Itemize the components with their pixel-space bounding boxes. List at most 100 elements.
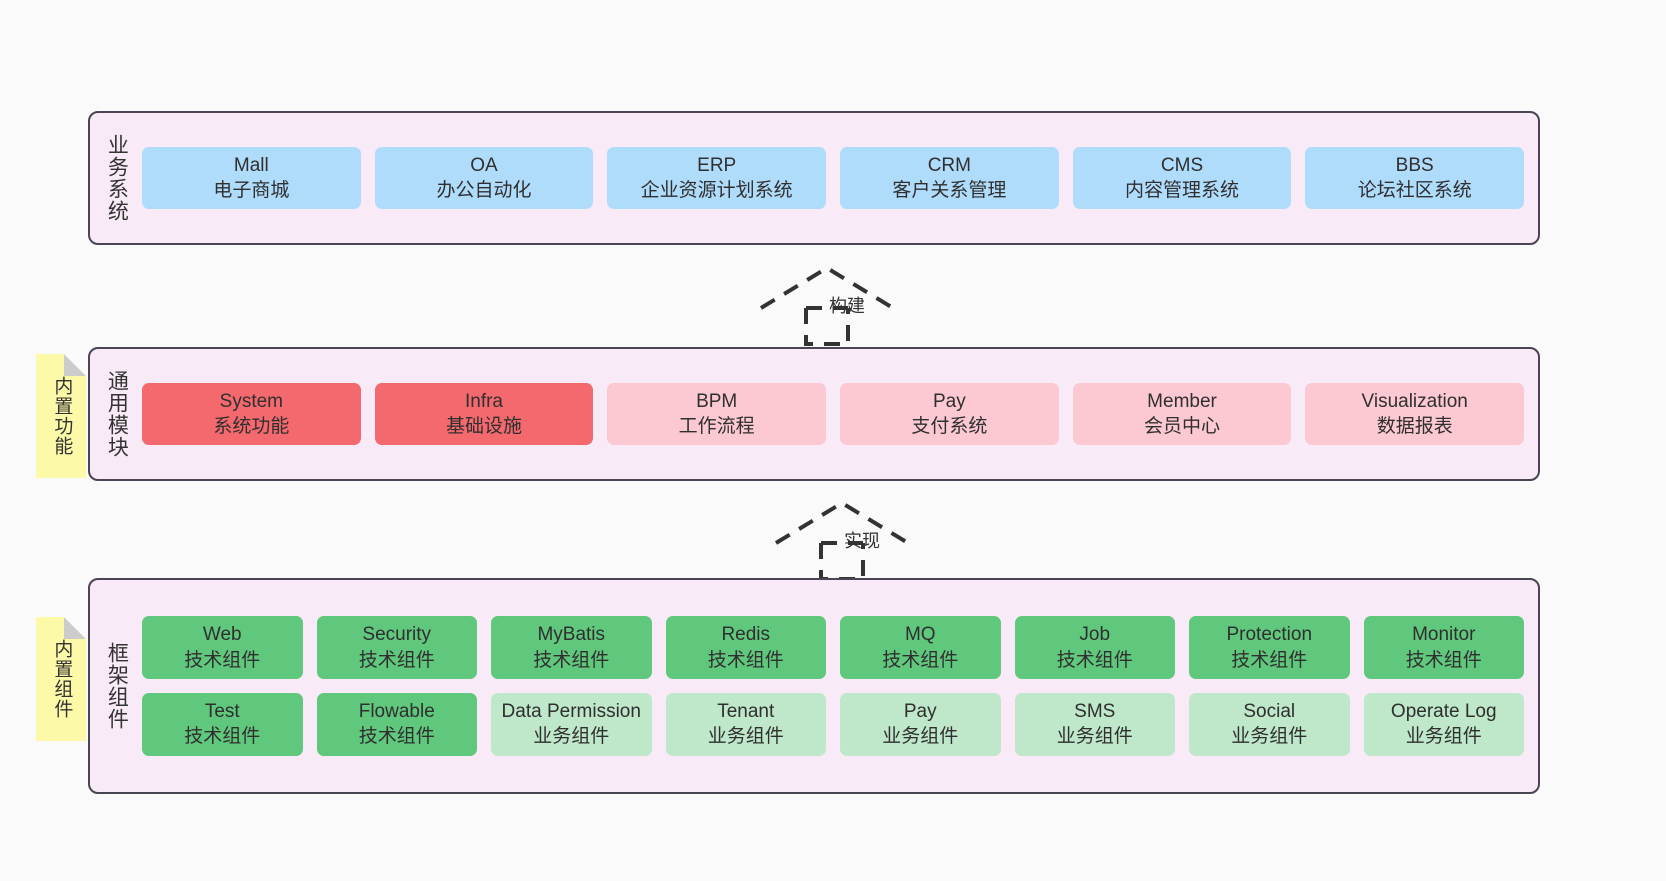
note-fold-corner-icon: [64, 354, 86, 376]
card-operate-log-cn: 业务组件: [1405, 726, 1482, 748]
card-job-en: Job: [1079, 624, 1111, 646]
card-mall-en: Mall: [233, 154, 269, 176]
card-data-permission-en: Data Permission: [501, 701, 641, 722]
card-cms[interactable]: CMS 内容管理系统: [1072, 146, 1292, 210]
card-monitor-cn: 技术组件: [1405, 649, 1482, 671]
card-erp-cn: 企业资源计划系统: [640, 180, 793, 201]
card-mybatis-en: MyBatis: [537, 624, 606, 646]
layer-title-common-module: 通用模块: [105, 370, 129, 458]
card-monitor-en: Monitor: [1412, 624, 1476, 646]
card-redis-en: Redis: [721, 624, 771, 646]
card-security-cn: 技术组件: [358, 649, 435, 671]
sticky-note-builtin-function: 内置功能: [36, 354, 86, 478]
framework-tech-row: Web 技术组件 Security 技术组件 MyBatis 技术组件 Redi…: [142, 616, 1524, 679]
card-visualization-cn: 数据报表: [1376, 416, 1453, 437]
card-mybatis-cn: 技术组件: [533, 649, 610, 671]
card-bpm[interactable]: BPM 工作流程: [607, 382, 827, 446]
card-tenant-cn: 业务组件: [707, 726, 784, 748]
card-web[interactable]: Web 技术组件: [142, 616, 303, 679]
card-tenant[interactable]: Tenant 业务组件: [665, 693, 826, 756]
card-job[interactable]: Job 技术组件: [1014, 616, 1175, 679]
business-system-card-row: Mall 电子商城 OA 办公自动化 ERP 企业资源计划系统 CRM 客户关系…: [142, 113, 1538, 243]
framework-component-grid: Web 技术组件 Security 技术组件 MyBatis 技术组件 Redi…: [142, 580, 1538, 792]
card-pay-module-cn: 支付系统: [911, 416, 988, 437]
card-bpm-en: BPM: [696, 390, 738, 412]
card-flowable-en: Flowable: [358, 701, 435, 722]
card-pay-module[interactable]: Pay 支付系统: [840, 382, 1059, 446]
card-cms-cn: 内容管理系统: [1125, 180, 1240, 201]
card-mall[interactable]: Mall 电子商城: [142, 146, 361, 210]
connector-build: 构建: [757, 262, 897, 346]
card-security-en: Security: [362, 624, 432, 646]
connector-implement: 实现: [772, 497, 912, 581]
implement-arrow-shape: [774, 500, 910, 581]
card-redis[interactable]: Redis 技术组件: [665, 616, 826, 679]
sticky-note-builtin-component-label: 内置组件: [51, 639, 73, 719]
layer-title-business-system: 业务系统: [105, 134, 129, 222]
card-protection-en: Protection: [1226, 624, 1313, 646]
card-pay-module-en: Pay: [932, 390, 966, 412]
card-oa-cn: 办公自动化: [436, 180, 532, 201]
card-oa-en: OA: [470, 154, 498, 176]
card-erp-en: ERP: [697, 154, 737, 176]
card-job-cn: 技术组件: [1056, 649, 1133, 671]
card-test-cn: 技术组件: [184, 726, 261, 748]
card-security[interactable]: Security 技术组件: [316, 616, 477, 679]
card-operate-log[interactable]: Operate Log 业务组件: [1363, 693, 1524, 756]
card-flowable-cn: 技术组件: [358, 726, 435, 748]
framework-business-row: Test 技术组件 Flowable 技术组件 Data Permission …: [142, 693, 1524, 756]
card-visualization-en: Visualization: [1361, 390, 1468, 412]
card-social-cn: 业务组件: [1231, 726, 1308, 748]
card-oa[interactable]: OA 办公自动化: [374, 146, 594, 210]
card-bbs[interactable]: BBS 论坛社区系统: [1305, 146, 1525, 210]
connector-implement-label: 实现: [844, 531, 880, 551]
card-visualization[interactable]: Visualization 数据报表: [1305, 382, 1525, 446]
card-infra[interactable]: Infra 基础设施: [374, 382, 594, 446]
card-data-permission[interactable]: Data Permission 业务组件: [491, 693, 652, 756]
card-system-en: System: [219, 390, 284, 412]
card-sms-cn: 业务组件: [1056, 726, 1133, 748]
card-social[interactable]: Social 业务组件: [1189, 693, 1350, 756]
card-test[interactable]: Test 技术组件: [142, 693, 303, 756]
card-crm-cn: 客户关系管理: [892, 180, 1007, 201]
layer-title-framework-component: 框架组件: [105, 642, 129, 730]
layer-business-system: 业务系统 Mall 电子商城 OA 办公自动化 ERP 企业资源计划系统 CRM…: [88, 111, 1540, 245]
card-data-permission-cn: 业务组件: [533, 726, 610, 748]
connector-build-label: 构建: [829, 296, 865, 316]
card-flowable[interactable]: Flowable 技术组件: [316, 693, 477, 756]
card-test-en: Test: [204, 701, 240, 722]
card-pay-component[interactable]: Pay 业务组件: [840, 693, 1001, 756]
card-social-en: Social: [1243, 701, 1296, 722]
card-tenant-en: Tenant: [717, 701, 775, 722]
card-sms[interactable]: SMS 业务组件: [1014, 693, 1175, 756]
card-erp[interactable]: ERP 企业资源计划系统: [607, 146, 827, 210]
card-sms-en: SMS: [1074, 701, 1116, 722]
layer-framework-component: 框架组件 Web 技术组件 Security 技术组件 MyBatis 技术组件…: [88, 578, 1540, 794]
card-mq[interactable]: MQ 技术组件: [840, 616, 1001, 679]
card-infra-en: Infra: [464, 390, 504, 412]
card-crm[interactable]: CRM 客户关系管理: [840, 146, 1059, 210]
card-redis-cn: 技术组件: [707, 649, 784, 671]
card-cms-en: CMS: [1160, 154, 1204, 176]
sticky-note-builtin-function-label: 内置功能: [51, 376, 73, 456]
card-bbs-cn: 论坛社区系统: [1357, 180, 1472, 201]
card-member[interactable]: Member 会员中心: [1072, 382, 1292, 446]
card-bbs-en: BBS: [1395, 154, 1434, 176]
card-protection[interactable]: Protection 技术组件: [1189, 616, 1350, 679]
card-member-cn: 会员中心: [1144, 416, 1221, 437]
card-mybatis[interactable]: MyBatis 技术组件: [491, 616, 652, 679]
card-web-en: Web: [202, 624, 242, 646]
card-mq-en: MQ: [904, 624, 936, 646]
card-pay-component-cn: 业务组件: [882, 726, 959, 748]
card-system[interactable]: System 系统功能: [142, 382, 361, 446]
card-bpm-cn: 工作流程: [678, 416, 755, 437]
card-protection-cn: 技术组件: [1231, 649, 1308, 671]
card-mq-cn: 技术组件: [882, 649, 959, 671]
card-monitor[interactable]: Monitor 技术组件: [1363, 616, 1524, 679]
sticky-note-builtin-component: 内置组件: [36, 617, 86, 741]
card-crm-en: CRM: [927, 154, 971, 176]
note-fold-corner-icon: [64, 617, 86, 639]
card-member-en: Member: [1147, 390, 1217, 412]
build-arrow-shape: [759, 265, 895, 346]
